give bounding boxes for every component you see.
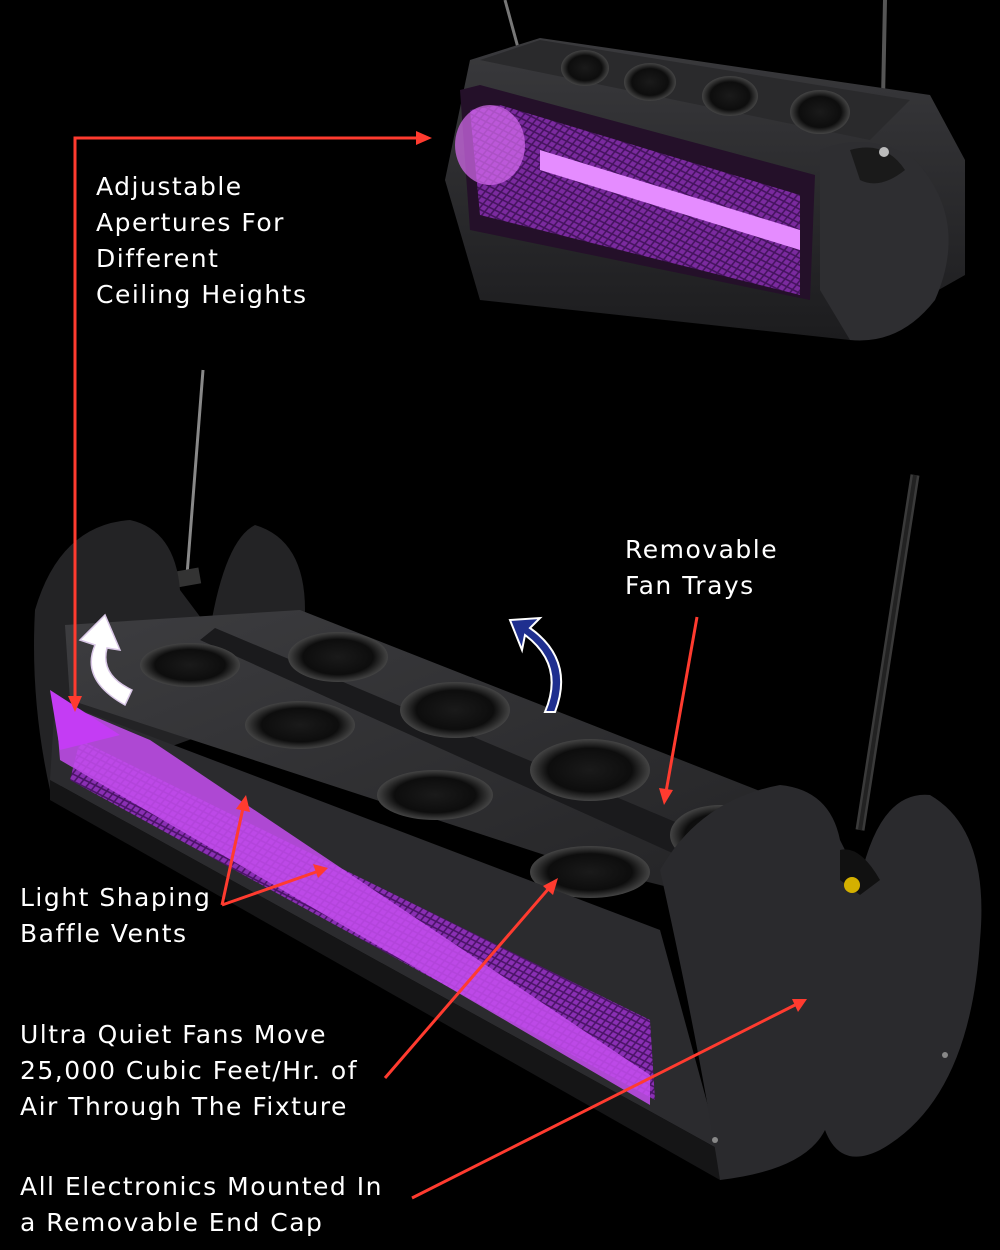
label-electronics-end-cap: All Electronics Mounted In a Removable E… [20,1172,383,1237]
label-removable-fan-trays: Removable Fan Trays [625,535,779,600]
callout-arrows [68,131,807,1200]
rotate-arrow-white [78,613,133,707]
label-adjustable-apertures: Adjustable Apertures For Different Ceili… [96,172,308,309]
bottom-fixture [34,369,982,1180]
label-ultra-quiet-fans: Ultra Quiet Fans Move 25,000 Cubic Feet/… [20,1020,359,1121]
top-fixture [445,0,965,341]
rotate-arrow-blue [508,616,563,713]
label-baffle-vents: Light Shaping Baffle Vents [20,883,212,948]
